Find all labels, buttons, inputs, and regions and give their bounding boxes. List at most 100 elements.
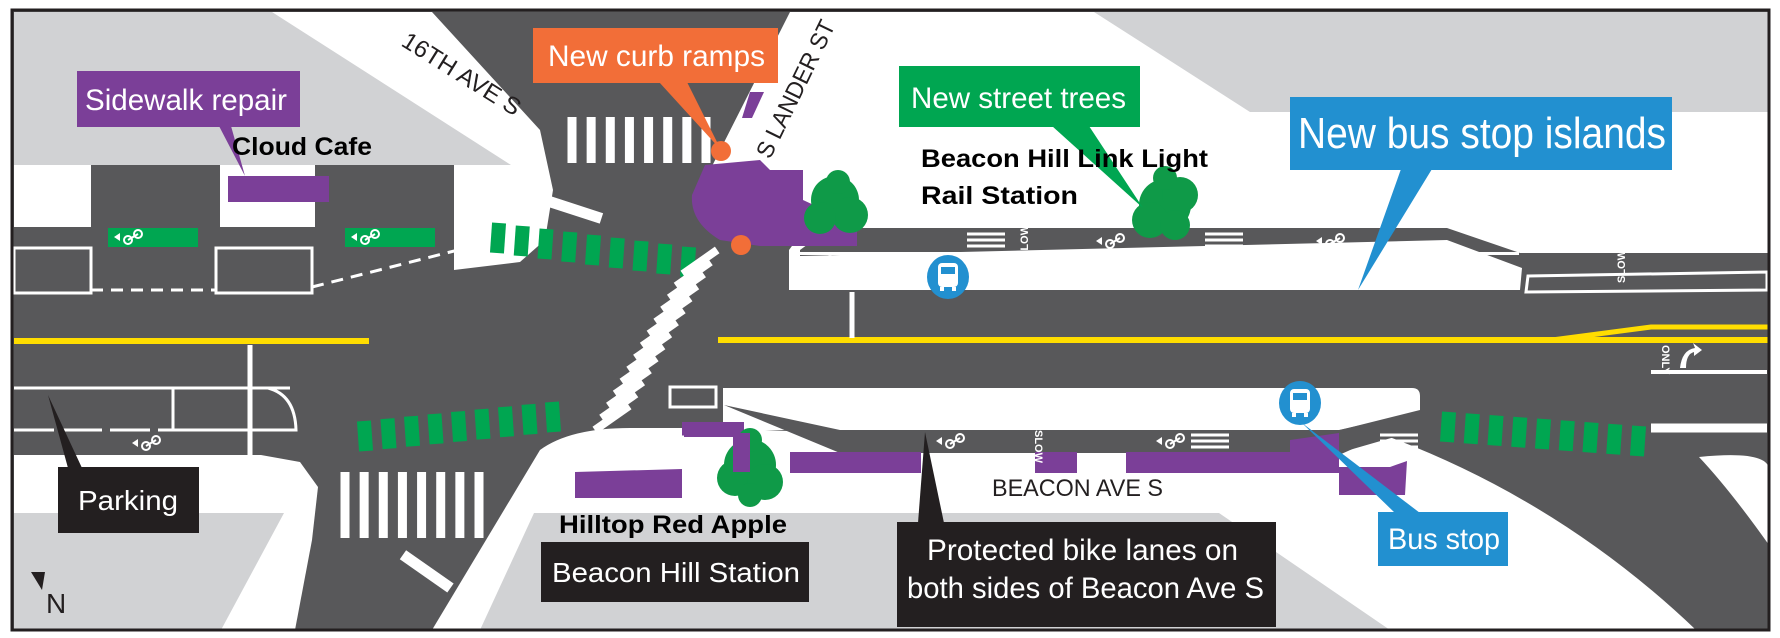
slow-marking: SLOW: [1019, 224, 1031, 258]
green-crossing-bar: [427, 413, 444, 445]
map-frame: [10, 8, 1771, 632]
crosswalk-stripe: [567, 117, 577, 163]
callout-street-trees: New street trees: [899, 66, 1143, 208]
buffer-ladder: [1380, 439, 1418, 443]
crosswalk-stripe: [624, 117, 634, 163]
north-bus-island-edge: [789, 252, 1519, 255]
green-crossing-bar: [1629, 425, 1647, 457]
north-bike-lane: [800, 228, 1769, 290]
callout-label: Bus stop: [1388, 523, 1500, 556]
green-crossing-bar: [1558, 420, 1575, 452]
crosswalk-stripe: [653, 294, 693, 326]
green-crossing-bar: [584, 234, 602, 266]
buffer-ladder: [1205, 232, 1243, 236]
green-crossing-bar: [608, 237, 625, 269]
buffer-ladder: [1191, 433, 1229, 437]
bus-stop-icon: [927, 255, 969, 299]
green-crossing-bar: [521, 403, 538, 435]
bike-symbol-icon: [1096, 233, 1125, 249]
place-cloud-cafe: Cloud Cafe: [232, 133, 372, 161]
crosswalk-stripe: [680, 246, 720, 278]
buffer-ladder: [967, 244, 1005, 248]
sw-hatched-island: [171, 386, 298, 432]
se-sidewalk-sliver: [1699, 455, 1769, 545]
green-crossing-bar: [1534, 418, 1552, 450]
sidewalk-repair-area: [733, 433, 750, 472]
callout-label: Parking: [78, 485, 178, 516]
sidewalk-repair-area: [742, 92, 764, 118]
crosswalk-stripe: [606, 378, 646, 410]
sidewalk-repair-area: [1126, 433, 1339, 473]
callout-bus-islands: New bus stop islands: [1290, 97, 1672, 290]
s-hatched-box: [668, 385, 718, 409]
crosswalk-stripe: [644, 117, 654, 163]
buffer-ladder: [967, 238, 1005, 242]
crosswalk-stripe: [701, 117, 711, 163]
callout-label: New curb ramps: [548, 40, 765, 73]
place-hilltop-red-apple: Hilltop Red Apple: [559, 511, 787, 539]
bike-symbol-icon: [351, 229, 380, 245]
callout-protected-bike-lanes: Protected bike lanes on both sides of Be…: [897, 432, 1276, 627]
crosswalk-stripe: [646, 306, 686, 338]
green-crossing-bar: [450, 411, 468, 442]
crosswalk-stripe: [599, 390, 639, 422]
green-crossing-bar: [380, 418, 397, 450]
buffer-ladder: [646, 441, 684, 445]
bus-stop-icon: [1279, 381, 1321, 425]
green-bike-box: [108, 228, 198, 247]
crosswalk-stripe: [397, 472, 407, 538]
sidewalk-repair-area: [575, 469, 682, 498]
south-bike-lane: [724, 405, 1420, 453]
bike-symbol-icon: [1316, 233, 1345, 249]
callout-label: Beacon Hill Station: [552, 557, 800, 588]
bike-symbol-icon: [936, 433, 965, 449]
centerline-taper: [1551, 324, 1769, 343]
nw-driveway: [91, 165, 220, 227]
sw-block: [14, 513, 284, 630]
only-marking: ONLY: [1659, 345, 1671, 375]
south-bus-island: [723, 388, 1420, 430]
crosswalk-stripe: [378, 472, 388, 538]
green-crossing-bar: [632, 240, 649, 272]
crosswalk-stripe: [673, 258, 713, 290]
road-markings: [114, 117, 1647, 538]
crosswalk-stripe: [455, 472, 465, 538]
crosswalk-stripe: [592, 402, 632, 434]
sidewalk-repair-area: [228, 176, 329, 202]
street-name-beacon-ave: BEACON AVE S: [992, 475, 1163, 502]
crosswalk-stripe: [474, 472, 484, 538]
north-label: N: [46, 588, 66, 619]
green-crossing-bar: [544, 401, 562, 433]
crosswalk-stripe: [660, 282, 700, 314]
callout-beacon-hill-station: Beacon Hill Station: [541, 542, 809, 602]
sidewalk-repair-area: [682, 422, 744, 437]
callout-label: New street trees: [911, 82, 1126, 115]
callout-bus-stop: Bus stop: [1302, 423, 1508, 566]
stop-bar: [544, 195, 604, 224]
parking-hatch-box: [214, 246, 314, 295]
sidewalk-repair-area: [790, 452, 921, 473]
crosswalk-stripe: [663, 117, 673, 163]
crosswalk-stripe: [436, 472, 446, 538]
buffer-ladder: [646, 435, 684, 439]
callout-sidewalk-repair: Sidewalk repair: [77, 71, 300, 176]
ne-buffer-hatch: [1524, 270, 1769, 294]
buffer-ladder: [1205, 244, 1243, 248]
green-crossing-bar: [356, 420, 374, 452]
callout-label: Sidewalk repair: [85, 84, 287, 117]
slow-marking: SLOW: [1616, 249, 1628, 283]
right-turn-arrow-icon: [1680, 343, 1702, 368]
green-crossing-bar: [489, 222, 507, 254]
green-crossing-bar: [537, 228, 554, 260]
green-crossing-bar: [497, 406, 515, 438]
green-crossing-bar: [1582, 422, 1599, 453]
crosswalk-stripe: [605, 117, 615, 163]
street-tree: [1132, 166, 1198, 240]
crosswalk-stripe: [417, 472, 427, 538]
crosswalk-stripe: [359, 472, 369, 538]
sidewalk-repair-area: [1035, 452, 1077, 473]
callout-label: Protected bike lanes on: [927, 534, 1238, 567]
buffer-ladder: [1380, 445, 1418, 449]
place-link-station-line2: Rail Station: [921, 182, 1078, 210]
